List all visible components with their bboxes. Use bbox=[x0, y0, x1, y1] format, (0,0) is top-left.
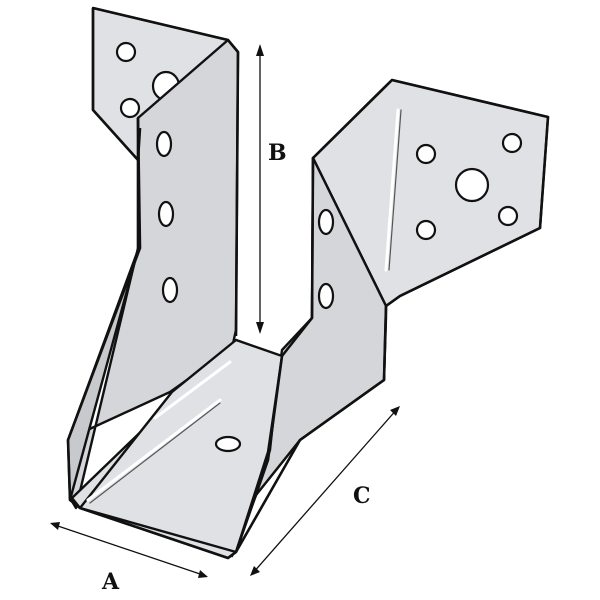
seat-hole bbox=[214, 435, 242, 453]
flange-hole-large bbox=[454, 167, 490, 203]
side-hole bbox=[155, 130, 173, 158]
flange-hole bbox=[501, 132, 523, 154]
dimension-c-line bbox=[251, 407, 399, 575]
seat-crease-shadow bbox=[89, 402, 221, 504]
flange-hole bbox=[415, 219, 437, 241]
dimension-c-label: C bbox=[353, 483, 371, 509]
flange-crease-shadow bbox=[388, 109, 402, 271]
bottom-seat bbox=[70, 338, 284, 560]
dimension-b-label: B bbox=[268, 140, 287, 166]
side-hole bbox=[157, 200, 175, 228]
flange-hole bbox=[415, 143, 437, 165]
dimension-b-arrow-top bbox=[256, 44, 264, 56]
flange-crease bbox=[384, 108, 400, 272]
seat-crease bbox=[153, 360, 232, 420]
dimension-a-line bbox=[51, 523, 207, 577]
side-hole bbox=[317, 282, 335, 310]
dimension-a-label: A bbox=[101, 569, 120, 595]
dimension-c-arrow-top bbox=[390, 406, 400, 416]
flange-hole bbox=[115, 41, 137, 63]
side-hole bbox=[161, 276, 179, 304]
flange-hole bbox=[497, 205, 519, 227]
dimension-a-arrow-left bbox=[50, 522, 60, 530]
dimension-c: C bbox=[250, 406, 400, 576]
side-hole bbox=[317, 208, 335, 236]
dimension-c-arrow-bottom bbox=[250, 566, 260, 576]
dimension-b: B bbox=[256, 44, 287, 334]
dimension-a-arrow-right bbox=[198, 570, 208, 578]
dimension-b-arrow-bottom bbox=[256, 322, 264, 334]
dimension-a: A bbox=[50, 522, 208, 595]
flange-hole bbox=[119, 97, 141, 119]
outline bbox=[66, 6, 550, 560]
seat-crease bbox=[86, 398, 222, 502]
